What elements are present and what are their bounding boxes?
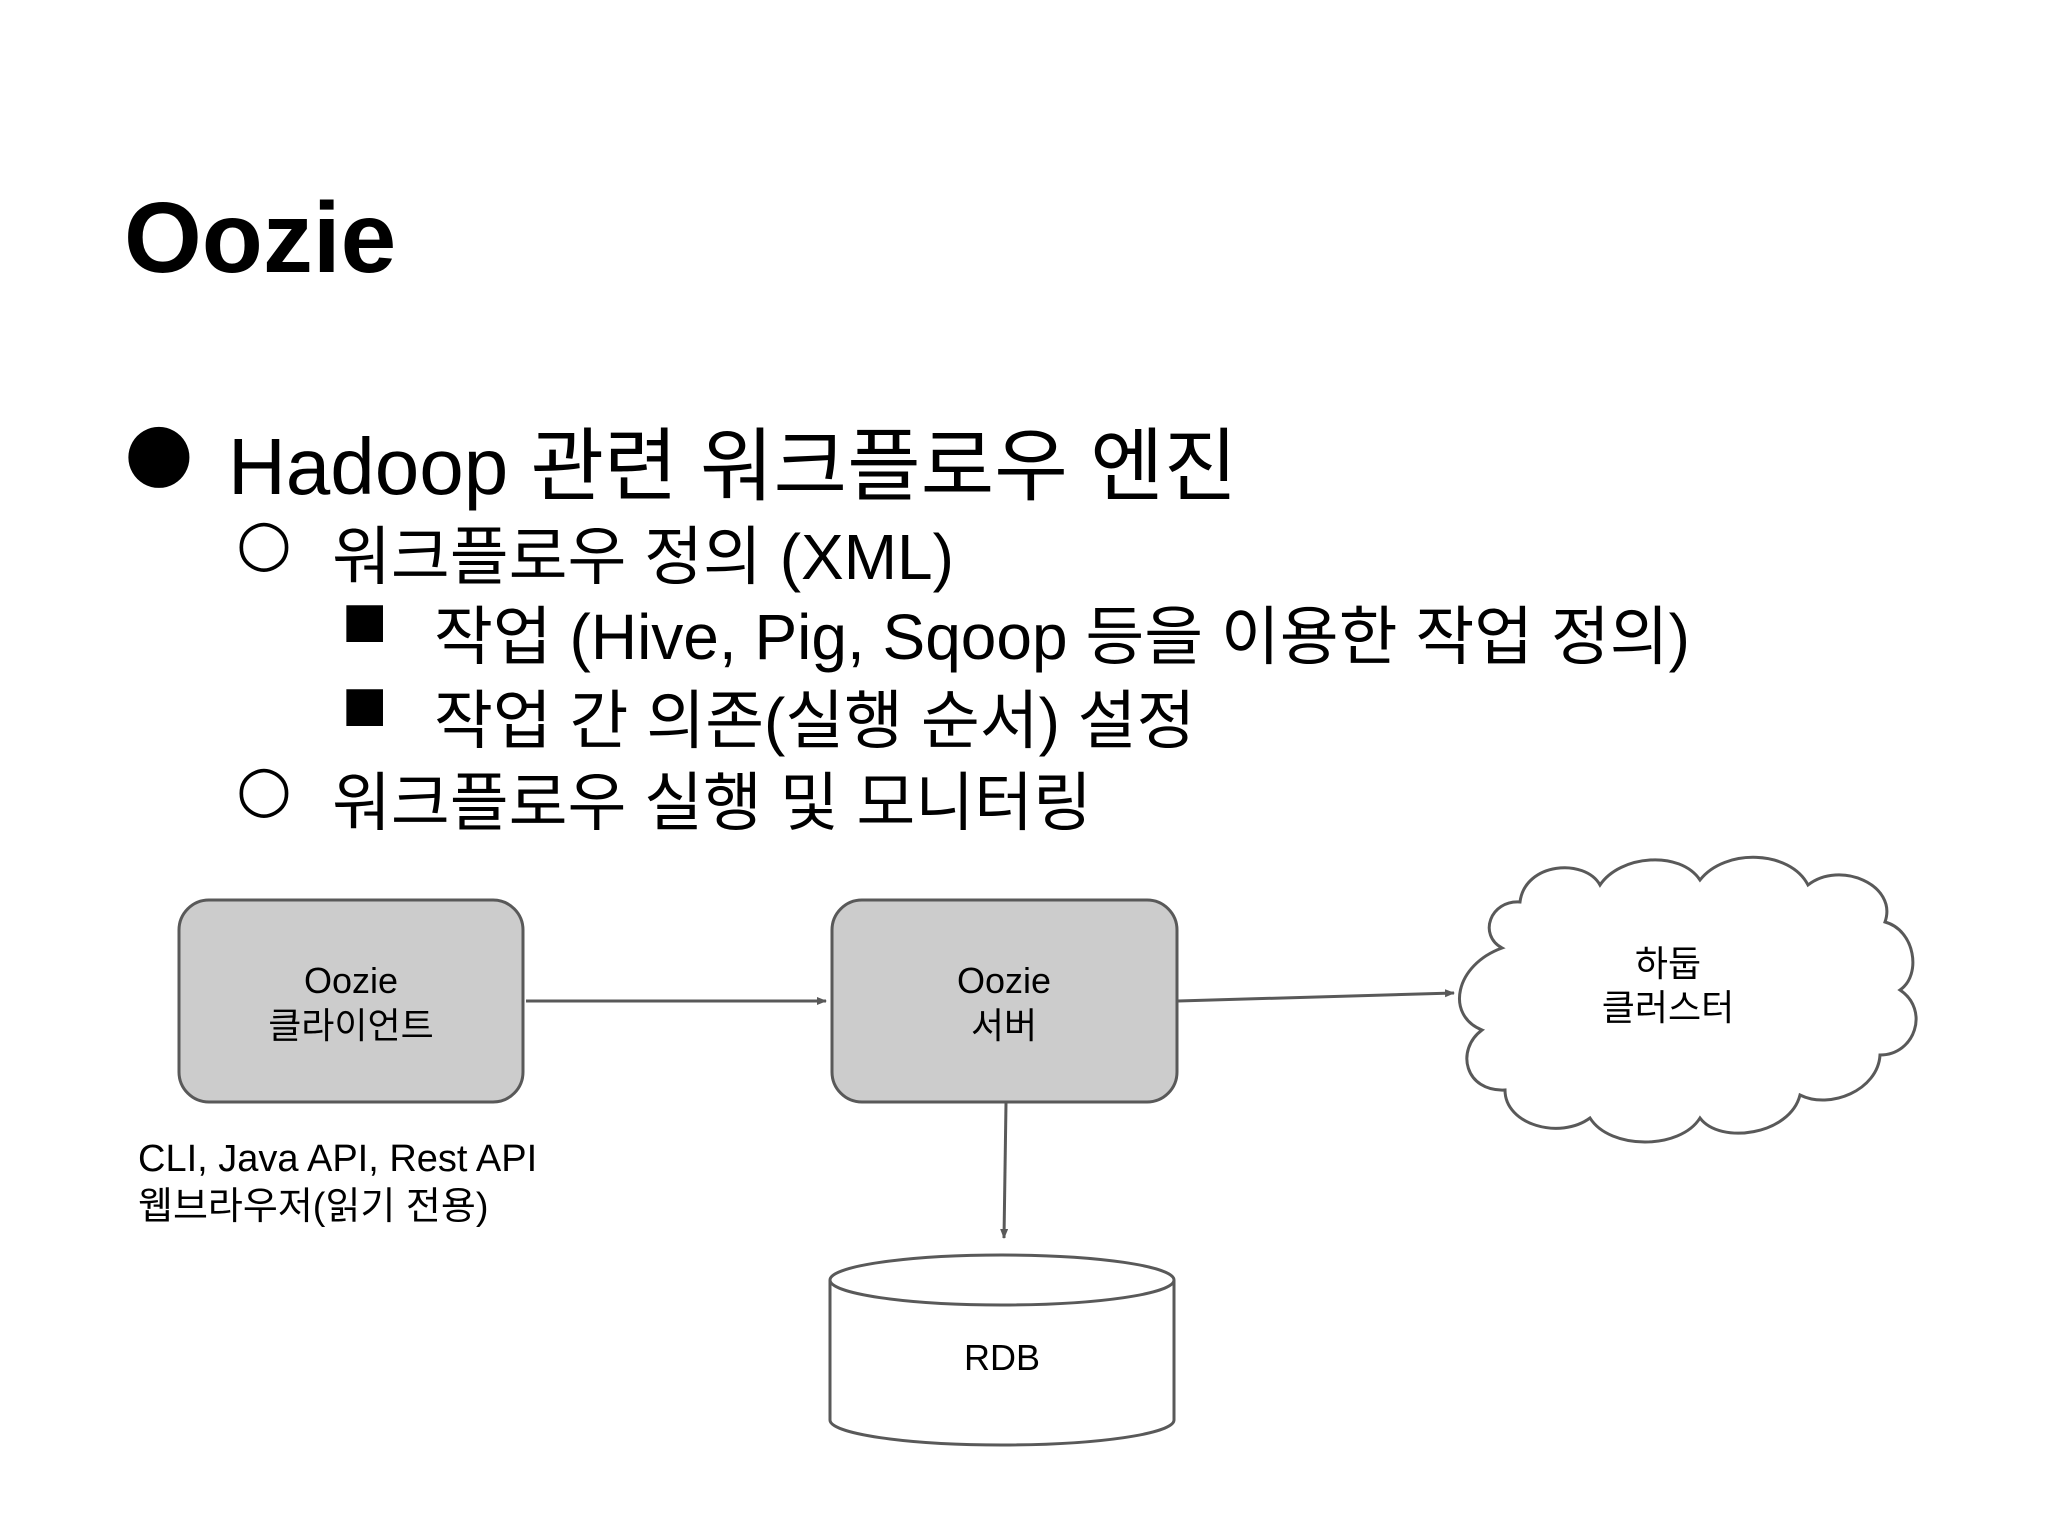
bullet-marker-level2: ○: [236, 752, 292, 826]
bullet-hadoop-workflow-engine: Hadoop 관련 워크플로우 엔진: [228, 422, 1238, 511]
client-caption-apis: CLI, Java API, Rest API: [138, 1138, 538, 1180]
oozie-client-node: Oozie 클라이언트: [177, 898, 525, 1104]
oozie-server-sublabel: 서버: [971, 1005, 1037, 1046]
hadoop-cluster-sublabel: 클러스터: [1602, 987, 1734, 1028]
bullet-job-dependency: 작업 간 의존(실행 순서) 설정: [434, 685, 1196, 757]
bullet-marker-level1: ●: [124, 404, 194, 497]
client-caption-browser: 웹브라우저(읽기 전용): [138, 1186, 489, 1228]
slide-title: Oozie: [124, 182, 397, 294]
bullet-marker-level2: ○: [236, 506, 292, 580]
oozie-server-node: Oozie 서버: [830, 898, 1179, 1104]
bullet-workflow-definition: 워크플로우 정의 (XML): [332, 521, 954, 593]
bullet-marker-level3: ■: [342, 676, 388, 732]
bullet-workflow-monitoring: 워크플로우 실행 및 모니터링: [332, 767, 1092, 839]
rdb-database: RDB: [828, 1253, 1176, 1447]
oozie-client-sublabel: 클라이언트: [268, 1005, 434, 1046]
arrow-server-to-rdb: [1000, 1102, 1009, 1239]
rdb-label: RDB: [964, 1337, 1040, 1378]
bullet-marker-level3: ■: [342, 592, 388, 648]
oozie-client-label: Oozie: [304, 960, 398, 1001]
oozie-server-label: Oozie: [957, 960, 1051, 1001]
bullet-job-definition: 작업 (Hive, Pig, Sqoop 등을 이용한 작업 정의): [434, 601, 1690, 673]
hadoop-cluster-cloud: 하둡 클러스터: [1458, 855, 1918, 1144]
hadoop-cluster-label: 하둡: [1635, 943, 1701, 984]
arrow-server-to-cluster: [1177, 989, 1455, 1003]
